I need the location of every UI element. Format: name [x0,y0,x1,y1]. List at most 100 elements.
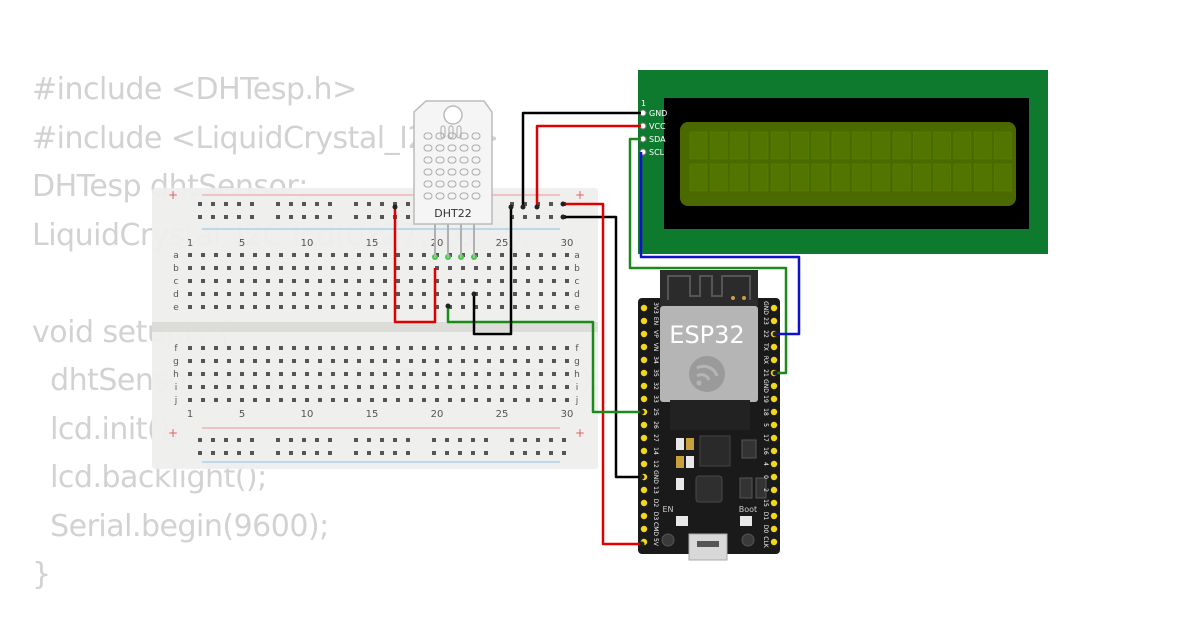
breadboard-hole[interactable] [422,266,426,270]
breadboard-hole[interactable] [227,372,231,376]
breadboard-hole[interactable] [471,451,475,455]
breadboard-hole[interactable] [318,253,322,257]
breadboard-hole[interactable] [214,253,218,257]
breadboard-hole[interactable] [526,346,530,350]
breadboard-hole[interactable] [552,359,556,363]
breadboard-hole[interactable] [266,372,270,376]
breadboard-hole[interactable] [536,438,540,442]
breadboard-hole[interactable] [435,279,439,283]
breadboard-hole[interactable] [357,266,361,270]
breadboard-hole[interactable] [536,451,540,455]
breadboard-hole[interactable] [354,438,358,442]
breadboard-hole[interactable] [354,202,358,206]
breadboard-hole[interactable] [292,279,296,283]
breadboard-hole[interactable] [562,451,566,455]
esp32-pin[interactable] [770,343,778,351]
breadboard-hole[interactable] [383,346,387,350]
breadboard-hole[interactable] [292,266,296,270]
breadboard-hole[interactable] [224,438,228,442]
breadboard-hole[interactable] [448,398,452,402]
breadboard-hole[interactable] [513,359,517,363]
breadboard-hole[interactable] [422,305,426,309]
breadboard-hole[interactable] [227,346,231,350]
esp32-pin[interactable] [640,434,648,442]
breadboard-hole[interactable] [539,359,543,363]
breadboard-hole[interactable] [552,266,556,270]
breadboard-hole[interactable] [344,398,348,402]
breadboard-hole[interactable] [279,266,283,270]
breadboard-hole[interactable] [435,266,439,270]
breadboard-hole[interactable] [448,359,452,363]
breadboard-hole[interactable] [266,346,270,350]
breadboard-hole[interactable] [562,438,566,442]
breadboard-hole[interactable] [549,451,553,455]
breadboard-hole[interactable] [552,292,556,296]
breadboard-hole[interactable] [344,253,348,257]
breadboard-hole[interactable] [253,398,257,402]
breadboard-hole[interactable] [292,398,296,402]
breadboard-hole[interactable] [237,438,241,442]
breadboard-hole[interactable] [432,438,436,442]
breadboard-hole[interactable] [552,398,556,402]
breadboard-hole[interactable] [240,346,244,350]
breadboard-hole[interactable] [227,359,231,363]
breadboard-hole[interactable] [305,359,309,363]
wire-lcd-vcc[interactable] [535,124,641,207]
breadboard-hole[interactable] [370,359,374,363]
breadboard-hole[interactable] [188,372,192,376]
esp32-pin[interactable] [770,421,778,429]
esp32-pin[interactable] [770,434,778,442]
breadboard-hole[interactable] [266,266,270,270]
breadboard-hole[interactable] [552,253,556,257]
breadboard-hole[interactable] [422,253,426,257]
breadboard-hole[interactable] [344,346,348,350]
breadboard-hole[interactable] [513,346,517,350]
breadboard-hole[interactable] [240,372,244,376]
breadboard-hole[interactable] [526,385,530,389]
esp32-pin[interactable] [770,382,778,390]
breadboard-hole[interactable] [367,202,371,206]
breadboard-hole[interactable] [279,398,283,402]
breadboard-hole[interactable] [409,372,413,376]
breadboard-hole[interactable] [315,202,319,206]
wire-esp-gnd[interactable] [563,215,642,479]
breadboard-hole[interactable] [461,279,465,283]
esp32-pin[interactable] [640,369,648,377]
breadboard-hole[interactable] [250,215,254,219]
breadboard-hole[interactable] [422,359,426,363]
breadboard-hole[interactable] [448,372,452,376]
wire-dht-data[interactable] [446,306,642,414]
breadboard-hole[interactable] [318,346,322,350]
breadboard-hole[interactable] [188,398,192,402]
breadboard-hole[interactable] [461,372,465,376]
breadboard-hole[interactable] [523,202,527,206]
breadboard-hole[interactable] [331,279,335,283]
breadboard-hole[interactable] [305,305,309,309]
breadboard-hole[interactable] [484,438,488,442]
breadboard-hole[interactable] [357,253,361,257]
breadboard-hole[interactable] [344,305,348,309]
wire-lcd-gnd[interactable] [521,111,641,207]
breadboard-hole[interactable] [513,398,517,402]
breadboard-hole[interactable] [201,292,205,296]
breadboard-hole[interactable] [279,305,283,309]
breadboard-hole[interactable] [331,292,335,296]
breadboard-hole[interactable] [474,398,478,402]
breadboard-hole[interactable] [240,398,244,402]
breadboard-hole[interactable] [565,346,569,350]
breadboard-hole[interactable] [331,385,335,389]
breadboard-hole[interactable] [409,305,413,309]
breadboard-hole[interactable] [487,385,491,389]
breadboard-hole[interactable] [201,346,205,350]
breadboard-hole[interactable] [188,279,192,283]
breadboard-hole[interactable] [198,438,202,442]
breadboard-hole[interactable] [344,279,348,283]
breadboard-hole[interactable] [409,359,413,363]
breadboard-hole[interactable] [487,253,491,257]
breadboard-hole[interactable] [279,346,283,350]
breadboard-hole[interactable] [526,266,530,270]
breadboard-hole[interactable] [328,202,332,206]
esp32-pin[interactable] [640,317,648,325]
breadboard-hole[interactable] [357,359,361,363]
breadboard-hole[interactable] [305,253,309,257]
